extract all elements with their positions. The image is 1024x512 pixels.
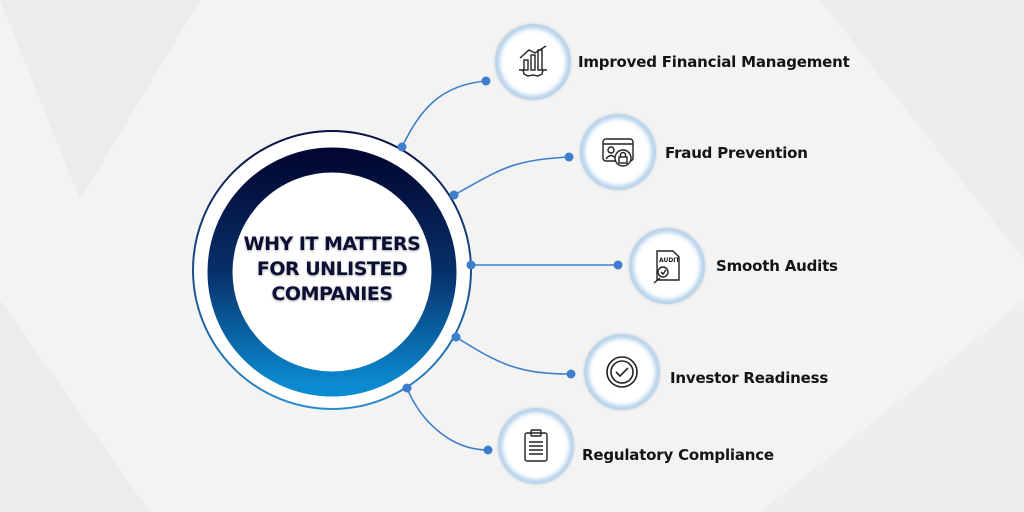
- center-title: WHY IT MATTERS FOR UNLISTED COMPANIES: [243, 233, 421, 305]
- user-lock-icon: [580, 114, 656, 190]
- gradient-ring: [207, 147, 457, 397]
- audit-magnifier-icon: AUDIT: [629, 228, 705, 304]
- item-label-fraud-prevention: Fraud Prevention: [665, 144, 808, 162]
- svg-text:AUDIT: AUDIT: [659, 257, 681, 264]
- item-label-investor-readiness: Investor Readiness: [670, 369, 829, 387]
- item-label-regulatory-compliance: Regulatory Compliance: [582, 446, 774, 464]
- checkmark-badge-icon: [584, 334, 660, 410]
- item-label-smooth-audits: Smooth Audits: [716, 257, 838, 275]
- item-label-improved-financial-management: Improved Financial Management: [578, 53, 850, 71]
- clipboard-icon: [498, 408, 574, 484]
- chart-gear-icon: [495, 24, 571, 100]
